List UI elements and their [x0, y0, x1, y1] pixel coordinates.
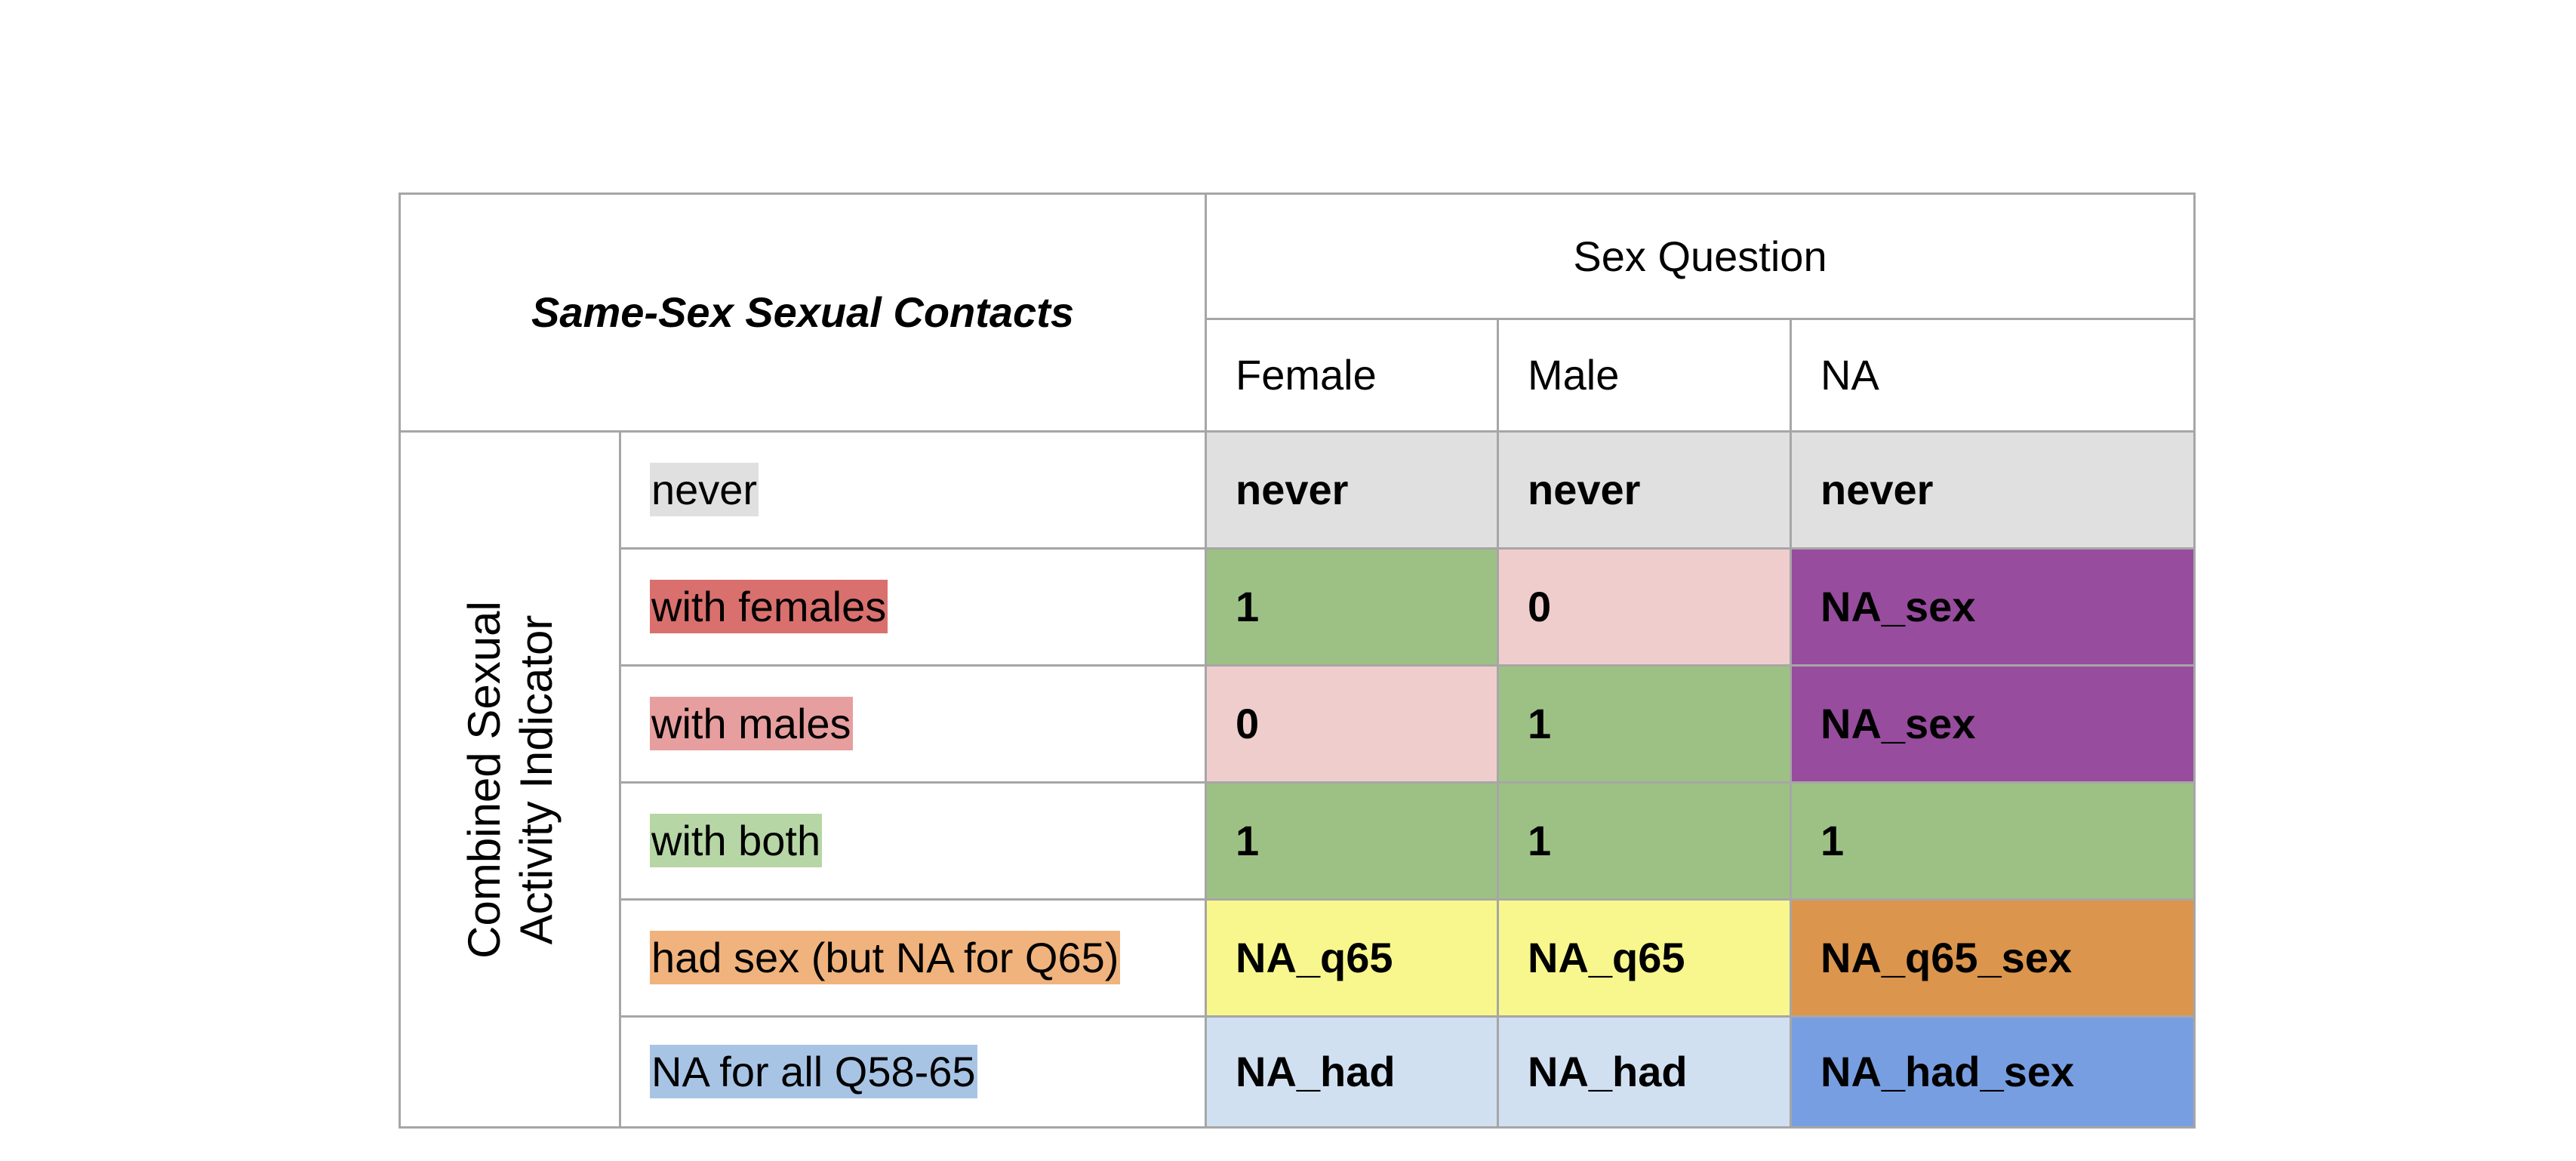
- row-label-text: NA for all Q58-65: [650, 1045, 977, 1099]
- column-header-na: NA: [1790, 318, 2196, 433]
- row-group-label: Combined Sexual Activity Indicator: [458, 601, 562, 959]
- cell-with-both-male: 1: [1497, 781, 1792, 901]
- cell-had-sex-female: NA_q65: [1205, 898, 1499, 1018]
- row-label-never: never: [619, 430, 1207, 550]
- cell-never-male: never: [1497, 430, 1792, 550]
- table-row: Combined Sexual Activity Indicator never…: [399, 430, 2196, 1129]
- row-label-with-both: with both: [619, 781, 1207, 901]
- cell-with-females-na: NA_sex: [1790, 547, 2196, 667]
- header-row-columns: Female Male NA: [400, 318, 2196, 433]
- row-label-text: with both: [650, 814, 823, 868]
- table-row: with both 1 1 1: [400, 781, 2196, 901]
- row-label-had-sex: had sex (but NA for Q65): [619, 898, 1207, 1018]
- row-group-label-line1: Combined Sexual: [458, 600, 509, 959]
- row-label-with-females: with females: [619, 547, 1207, 667]
- table-row: with females 1 0 NA_sex: [400, 547, 2196, 667]
- column-header-male: Male: [1497, 318, 1792, 433]
- table-row: NA for all Q58-65 NA_had NA_had NA_had_s…: [400, 1015, 2196, 1129]
- row-label-text: with males: [650, 697, 853, 751]
- column-group-header: Sex Question: [1205, 192, 2196, 320]
- row-label-na-all: NA for all Q58-65: [619, 1015, 1207, 1129]
- table-title: Same-Sex Sexual Contacts: [399, 192, 1207, 433]
- cell-with-females-female: 1: [1205, 547, 1499, 667]
- cell-never-na: never: [1790, 430, 2196, 550]
- header-row-group: Same-Sex Sexual Contacts Sex Question: [399, 192, 2196, 433]
- cell-never-female: never: [1205, 430, 1499, 550]
- cell-with-males-na: NA_sex: [1790, 664, 2196, 784]
- cell-with-females-male: 0: [1497, 547, 1792, 667]
- row-group-header: Combined Sexual Activity Indicator: [399, 430, 621, 1129]
- cell-with-both-female: 1: [1205, 781, 1499, 901]
- row-label-text: had sex (but NA for Q65): [650, 931, 1121, 985]
- cell-had-sex-male: NA_q65: [1497, 898, 1792, 1018]
- row-label-text: with females: [650, 580, 888, 634]
- column-header-female: Female: [1205, 318, 1499, 433]
- cell-na-all-male: NA_had: [1497, 1015, 1792, 1129]
- table-row: had sex (but NA for Q65) NA_q65 NA_q65 N…: [400, 898, 2196, 1018]
- cell-na-all-na: NA_had_sex: [1790, 1015, 2196, 1129]
- cell-had-sex-na: NA_q65_sex: [1790, 898, 2196, 1018]
- table-row: with males 0 1 NA_sex: [400, 664, 2196, 784]
- row-group-label-line2: Activity Indicator: [510, 614, 562, 944]
- cell-with-males-male: 1: [1497, 664, 1792, 784]
- cell-with-both-na: 1: [1790, 781, 2196, 901]
- cell-with-males-female: 0: [1205, 664, 1499, 784]
- row-label-text: never: [650, 463, 759, 517]
- coding-table: Same-Sex Sexual Contacts Sex Question Fe…: [399, 192, 2196, 1129]
- row-label-with-males: with males: [619, 664, 1207, 784]
- cell-na-all-female: NA_had: [1205, 1015, 1499, 1129]
